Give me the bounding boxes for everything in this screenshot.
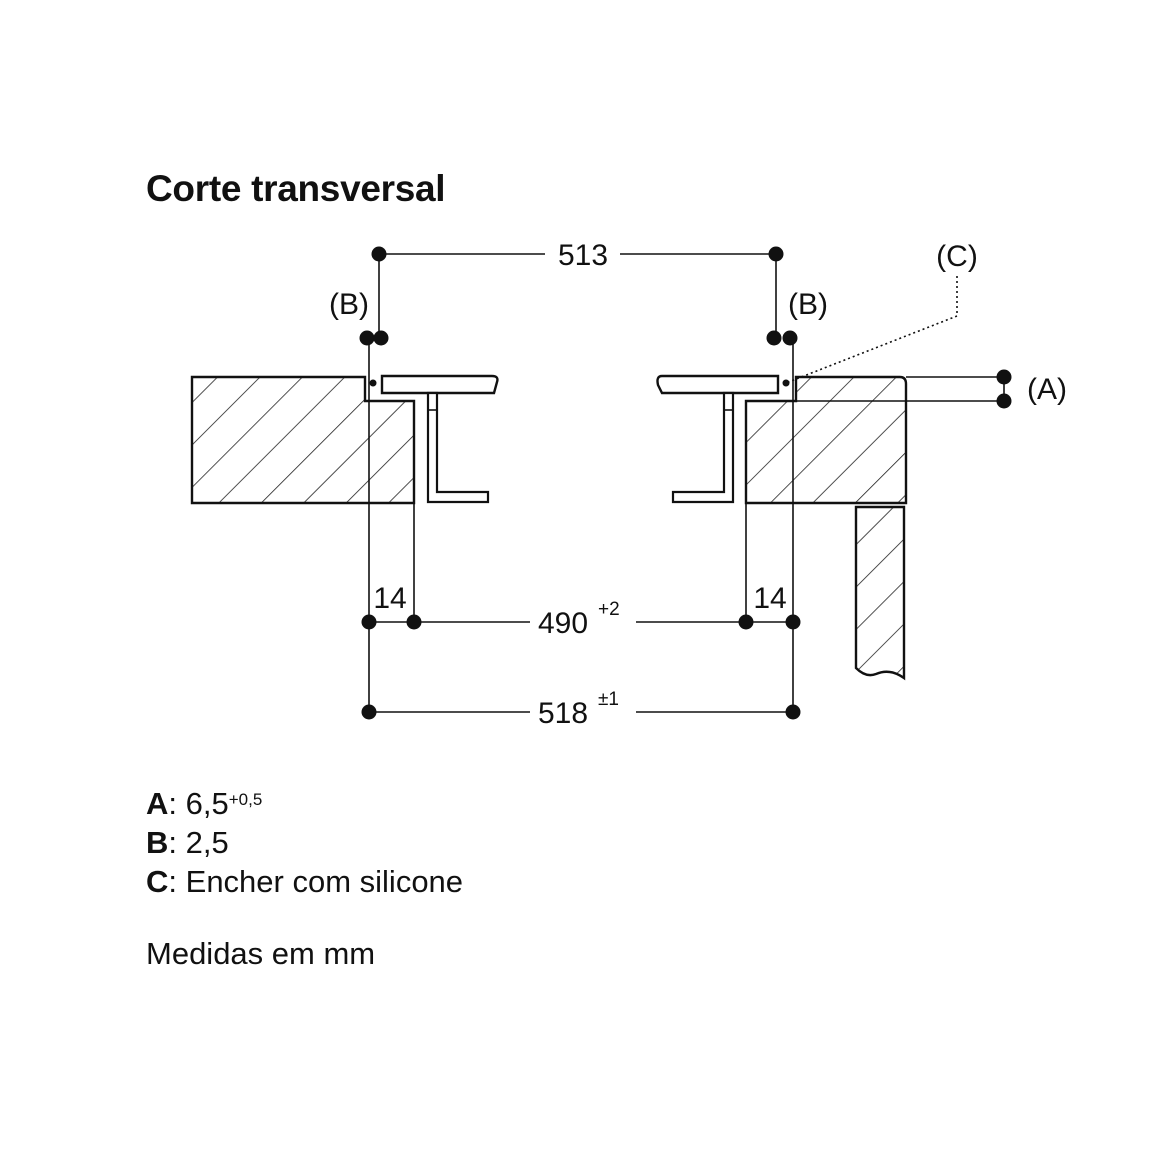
- legend-value: 6,5: [185, 786, 229, 821]
- legend-row-a: A: 6,5+0,5: [146, 784, 463, 823]
- legend-key: C: [146, 864, 169, 899]
- right-mounting-bracket: [671, 391, 735, 504]
- callout-a: (A): [1027, 373, 1067, 406]
- legend-sep: :: [168, 825, 178, 860]
- legend-tolerance: +0,5: [228, 790, 263, 809]
- legend-value: Encher com silicone: [185, 864, 464, 899]
- units-note: Medidas em mm: [146, 936, 376, 971]
- dim-top-width: 513: [558, 239, 608, 272]
- legend-sep: :: [168, 864, 178, 899]
- left-countertop: [190, 375, 416, 505]
- legend-key: A: [146, 786, 169, 821]
- extension-lines: [368, 254, 1004, 712]
- legend-sep: :: [168, 786, 178, 821]
- legend-row-b: B: 2,5: [146, 823, 463, 862]
- dimension-lines: [369, 253, 1005, 713]
- legend-value: 2,5: [185, 825, 229, 860]
- silicone-dot-right: [782, 379, 790, 387]
- callout-b-left: (B): [329, 288, 369, 321]
- callout-c: (C): [936, 240, 978, 273]
- right-countertop: [744, 375, 908, 505]
- callout-b-right: (B): [788, 288, 828, 321]
- dimension-endpoints: [359, 246, 1012, 720]
- dim-inner-width: 490: [538, 607, 588, 640]
- dim-gap-left: 14: [373, 582, 406, 615]
- left-hob-edge: [380, 374, 499, 395]
- dim-gap-right: 14: [753, 582, 786, 615]
- page-title: Corte transversal: [146, 168, 446, 209]
- right-hob-edge: [656, 374, 780, 395]
- legend-row-c: C: Encher com silicone: [146, 862, 463, 901]
- dim-inner-width-tolerance: +2: [598, 599, 620, 620]
- cabinet-side-panel: [854, 505, 906, 681]
- legend: A: 6,5+0,5 B: 2,5 C: Encher com silicone: [146, 784, 463, 901]
- silicone-dot-left: [369, 379, 377, 387]
- dim-outer-width-tolerance: ±1: [598, 689, 619, 710]
- dim-outer-width: 518: [538, 697, 588, 730]
- left-mounting-bracket: [426, 391, 490, 504]
- callout-c-leader: [785, 276, 958, 384]
- legend-key: B: [146, 825, 169, 860]
